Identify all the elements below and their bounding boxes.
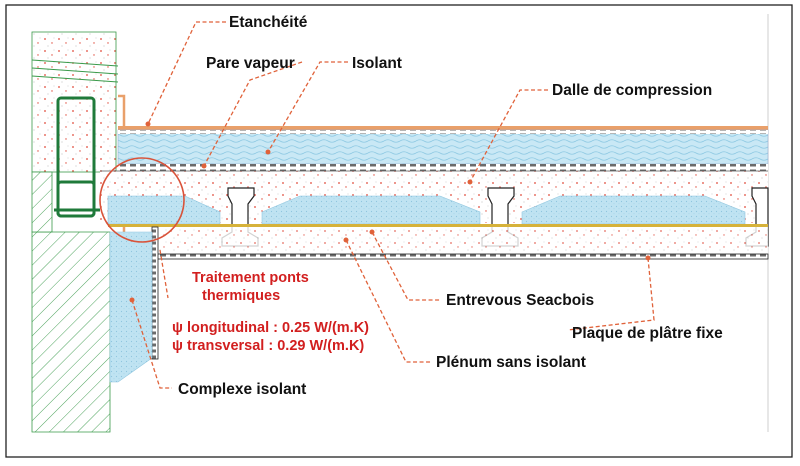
label-isolant: Isolant: [352, 55, 402, 72]
label-plaque: Plaque de plâtre fixe: [572, 325, 723, 342]
label-plenum: Plénum sans isolant: [436, 354, 586, 371]
frame-border: [5, 4, 793, 458]
ceiling-plaster-line: [108, 224, 768, 227]
wall-insulation-complex: [109, 231, 153, 383]
thermal-title-line2: thermiques: [202, 288, 280, 304]
thermal-title-line1: Traitement ponts: [192, 270, 309, 286]
label-dalle: Dalle de compression: [552, 82, 712, 99]
waterproofing-layer: [118, 126, 768, 130]
plenum-space: [156, 227, 768, 254]
plaster-board: [155, 253, 769, 260]
thermal-longitudinal: ψ longitudinal : 0.25 W/(m.K): [172, 320, 369, 336]
label-entrevous: Entrevous Seacbois: [446, 292, 594, 309]
vapor-barrier-layer: [118, 164, 768, 171]
plaster-board-vertical: [151, 226, 159, 360]
label-etancheite: Etanchéité: [229, 14, 308, 31]
thermal-transversal: ψ transversal : 0.29 W/(m.K): [172, 338, 364, 354]
wall-structure: [31, 31, 119, 433]
thermal-bridge-circle: [99, 157, 185, 243]
label-pare-vapeur: Pare vapeur: [206, 55, 295, 72]
rebar-cage: [54, 96, 104, 218]
leader-lines: [131, 21, 655, 389]
roof-insulation-layer: [117, 129, 769, 165]
entrevous-blocks: [107, 195, 746, 225]
top-dash-line: [118, 130, 768, 134]
label-complexe: Complexe isolant: [178, 381, 306, 398]
